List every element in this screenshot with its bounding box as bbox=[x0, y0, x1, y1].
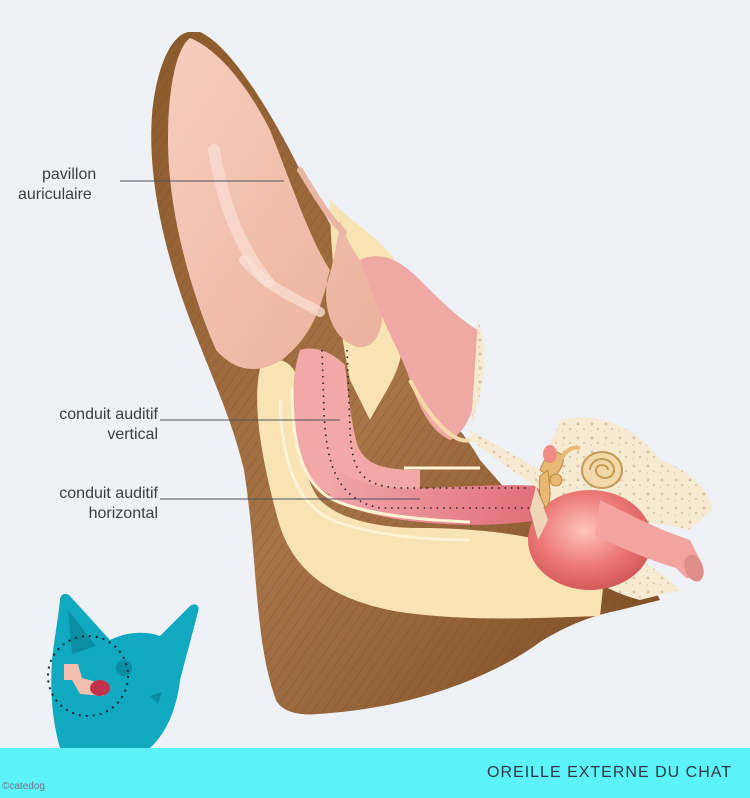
vertical-canal bbox=[293, 348, 420, 500]
horizontal-canal-label: conduit auditif horizontal bbox=[8, 484, 158, 524]
leader-lines bbox=[120, 180, 420, 500]
cochlea bbox=[581, 451, 623, 489]
skull-bone bbox=[470, 320, 712, 530]
pinna-label: pavillon auriculaire bbox=[18, 165, 118, 205]
footer-title: OREILLE EXTERNE DU CHAT bbox=[487, 764, 732, 781]
eustachian-tube bbox=[595, 500, 701, 579]
cat-head-icon bbox=[47, 593, 199, 748]
pinna-label-line1: pavillon bbox=[42, 166, 97, 183]
vertical-label-line1: conduit auditif bbox=[59, 406, 158, 423]
pinna-label-line2: auriculaire bbox=[18, 186, 92, 203]
pinna-skin bbox=[168, 38, 383, 370]
horizontal-canal bbox=[330, 470, 540, 525]
canal-dotted-guides bbox=[321, 349, 530, 509]
horizontal-label-line1: conduit auditif bbox=[59, 485, 158, 502]
vertical-canal-label: conduit auditif vertical bbox=[8, 405, 158, 445]
horizontal-label-line2: horizontal bbox=[88, 505, 158, 522]
footer-bar bbox=[0, 748, 750, 798]
credit-text: ©catedog bbox=[2, 781, 45, 792]
vertical-label-line2: vertical bbox=[107, 426, 158, 443]
